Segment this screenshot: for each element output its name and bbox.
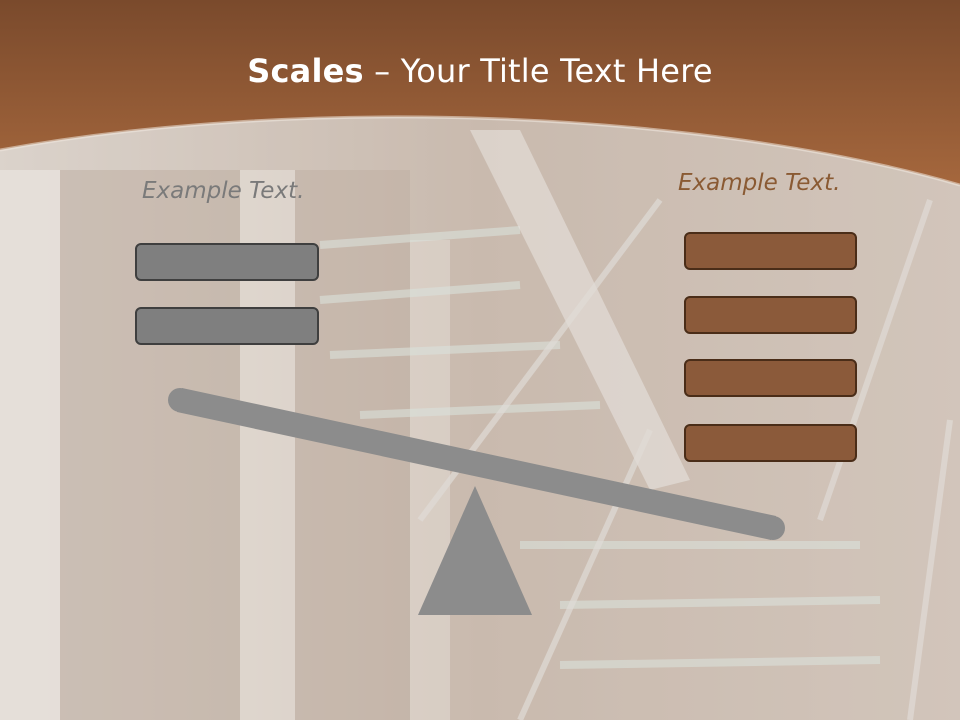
right-box-2 [684, 296, 857, 334]
right-example-text: Example Text. [678, 170, 841, 196]
right-box-1 [684, 232, 857, 270]
title-rest: – Your Title Text Here [363, 52, 713, 90]
scale-fulcrum [418, 486, 532, 615]
left-example-text: Example Text. [142, 178, 305, 204]
right-box-4 [684, 424, 857, 462]
title-bold: Scales [247, 52, 364, 90]
scale-beam [177, 388, 776, 540]
slide-title: Scales – Your Title Text Here [0, 52, 960, 90]
left-box-1 [135, 243, 319, 281]
right-box-3 [684, 359, 857, 397]
left-box-2 [135, 307, 319, 345]
